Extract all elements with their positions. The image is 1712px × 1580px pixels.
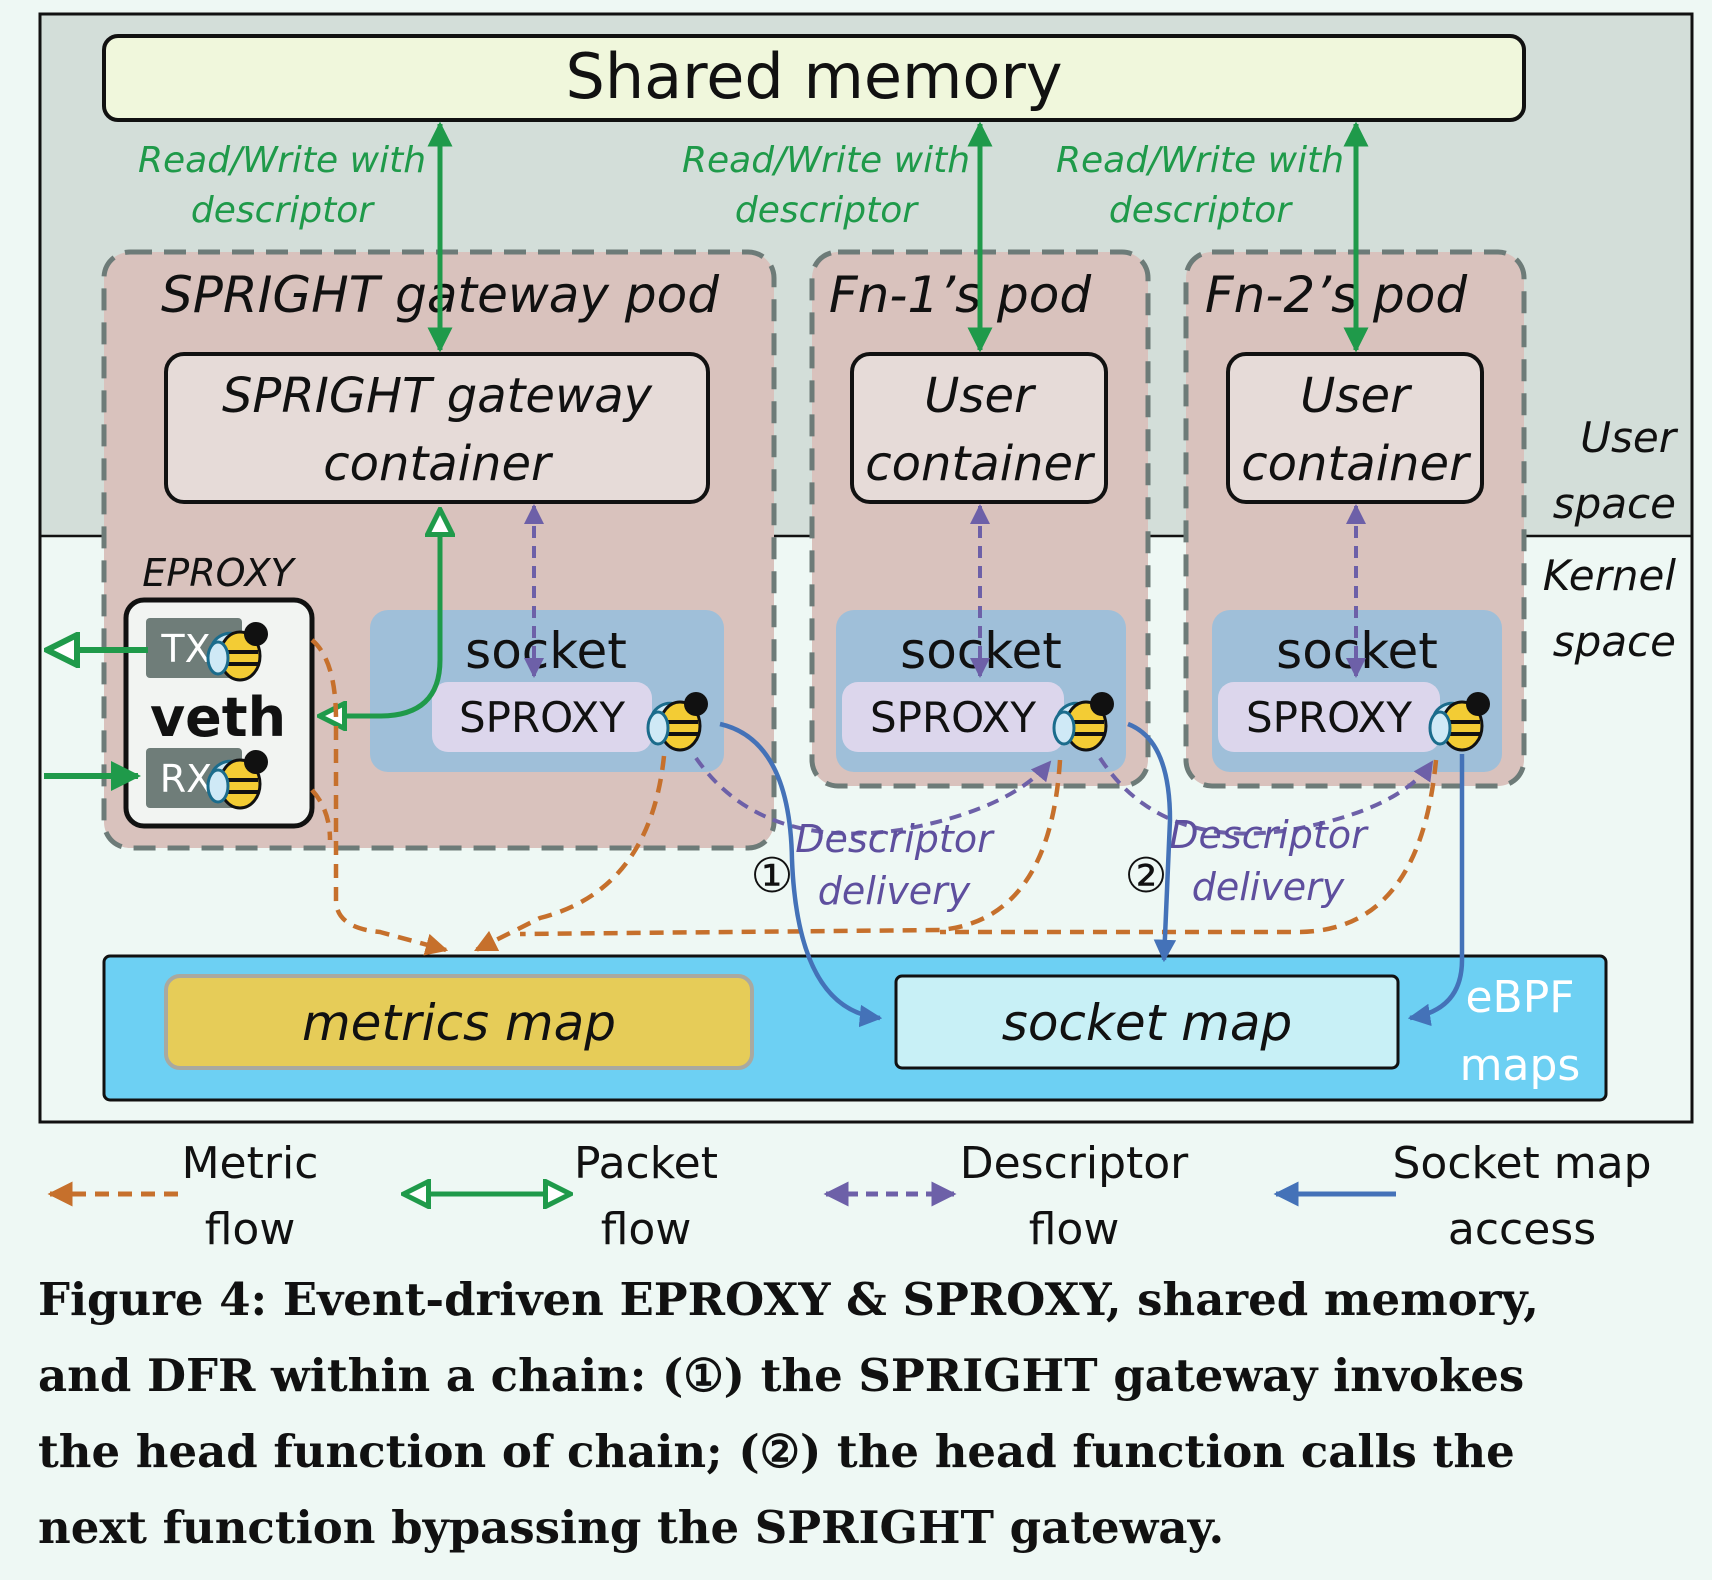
descriptor-delivery-1-line1: Descriptor [795,817,995,861]
metrics-map-label: metrics map [302,994,616,1052]
caption-line-4: next function bypassing the SPRIGHT gate… [38,1501,1225,1554]
ebpf-maps-line1: eBPF [1465,972,1574,1023]
step-1-marker: ① [750,848,793,904]
legend-socket-line2: access [1448,1204,1596,1255]
socket-map-label: socket map [1002,994,1292,1052]
rw-label-3-line2: descriptor [1109,190,1293,231]
ebpf-maps-line2: maps [1460,1040,1581,1091]
fn1-sproxy [842,682,1064,752]
gateway-socket-label: socket [465,622,627,680]
legend-metric-line1: Metric [182,1138,319,1189]
caption-line-2: and DFR within a chain: (①) the SPRIGHT … [38,1349,1525,1402]
rw-label-3-line1: Read/Write with [1056,140,1344,181]
kernel-space-line2: space [1553,617,1676,666]
descriptor-delivery-2-line2: delivery [1192,865,1345,909]
metric-flow-fn1 [519,759,1063,937]
rw-label-1-line1: Read/Write with [138,140,426,181]
fn2-sproxy [1218,682,1440,752]
user-space-line1: User [1580,413,1678,462]
figure-caption: Figure 4: Event-driven EPROXY & SPROXY, … [38,1262,1688,1566]
legend-metric-line2: flow [205,1204,296,1255]
fn1-sproxy-label: SPROXY [870,693,1036,742]
metrics-map [164,974,754,1070]
gateway-container-line2: container [323,436,554,492]
descriptor-delivery-1-line2: delivery [818,869,971,913]
gateway-sproxy-label: SPROXY [459,693,625,742]
metric-flow-gateway [473,755,667,953]
tx-label: TX [160,627,210,671]
bee-icon [646,692,708,752]
caption-line-1: Figure 4: Event-driven EPROXY & SPROXY, … [38,1273,1539,1326]
legend-descriptor-line2: flow [1029,1204,1120,1255]
metric-flow-fn2 [940,759,1439,935]
rw-label-2-line1: Read/Write with [682,140,970,181]
socket-map-access-fn2 [1407,754,1465,1027]
eproxy-label: EPROXY [142,551,296,595]
legend-packet-line2: flow [601,1204,692,1255]
metric-flow-rx [310,788,333,841]
gateway-sproxy [432,682,652,752]
packet-flow-gateway-veth [322,512,440,716]
fn2-container-line2: container [1241,436,1472,492]
rx-label: RX [160,757,212,801]
gateway-container-line1: SPRIGHT gateway [222,368,653,424]
legend-descriptor-line1: Descriptor [960,1138,1189,1189]
rw-label-1-line2: descriptor [191,190,375,231]
rw-label-2-line2: descriptor [735,190,919,231]
legend-packet-line1: Packet [574,1138,718,1189]
socket-map [894,974,1400,1070]
fn2-user-container [1226,352,1484,504]
fn2-container-line1: User [1300,368,1413,424]
bee-icon [1052,692,1114,752]
bee-icon [206,622,268,682]
fn1-container-line1: User [924,368,1037,424]
shared-memory-label: Shared memory [565,40,1062,113]
legend-socket-line1: Socket map [1392,1138,1651,1189]
caption-line-3: the head function of chain; (②) the head… [38,1425,1515,1478]
descriptor-delivery-2 [1098,756,1434,836]
fn1-pod-title: Fn-1’s pod [829,266,1091,324]
metric-flow-tx [310,638,449,956]
step-2-marker: ② [1124,848,1167,904]
fn2-pod-title: Fn-2’s pod [1205,266,1467,324]
descriptor-delivery-1 [694,756,1052,836]
socket-map-access-fn1 [1127,721,1177,963]
user-space-line2: space [1553,479,1676,528]
descriptor-delivery-2-line1: Descriptor [1169,813,1369,857]
shared-memory-box [102,34,1526,122]
kernel-space-line1: Kernel [1543,551,1677,600]
fn1-user-container [850,352,1108,504]
fn2-sproxy-label: SPROXY [1246,693,1412,742]
gateway-container [164,352,710,504]
bee-icon [206,750,268,810]
bee-icon [1428,692,1490,752]
fn1-container-line2: container [865,436,1096,492]
socket-map-access-gateway [719,721,883,1028]
veth-label: veth [150,686,286,749]
diagram-border [38,12,1694,1124]
legend: Metric flow Packet flow Descriptor flow … [47,1138,1652,1255]
